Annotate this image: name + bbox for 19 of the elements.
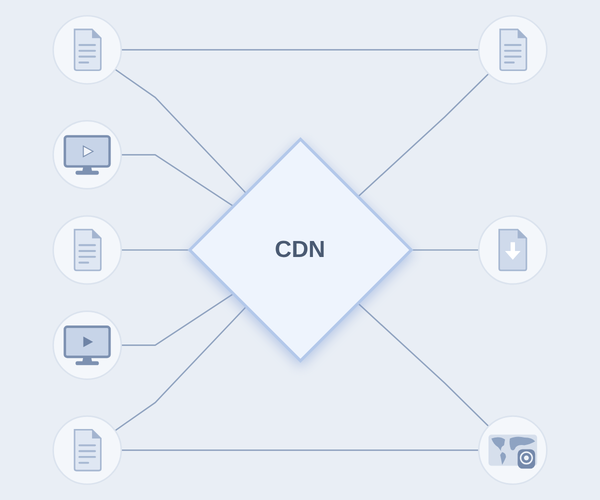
connector (357, 302, 490, 427)
node-circle (478, 415, 548, 485)
connector (114, 306, 247, 432)
node-circle (478, 15, 548, 85)
node-circle (52, 120, 122, 190)
connector (121, 154, 234, 207)
node-circle (52, 415, 122, 485)
node-circle (52, 15, 122, 85)
connector (121, 449, 479, 451)
connector (357, 73, 490, 198)
connector (114, 68, 247, 194)
node-circle (52, 310, 122, 380)
node-circle (478, 215, 548, 285)
node-diamond: CDN (188, 137, 414, 363)
node-circle (52, 215, 122, 285)
connector (121, 49, 479, 51)
connector (121, 249, 190, 251)
connector (410, 249, 479, 251)
connector (121, 293, 234, 346)
